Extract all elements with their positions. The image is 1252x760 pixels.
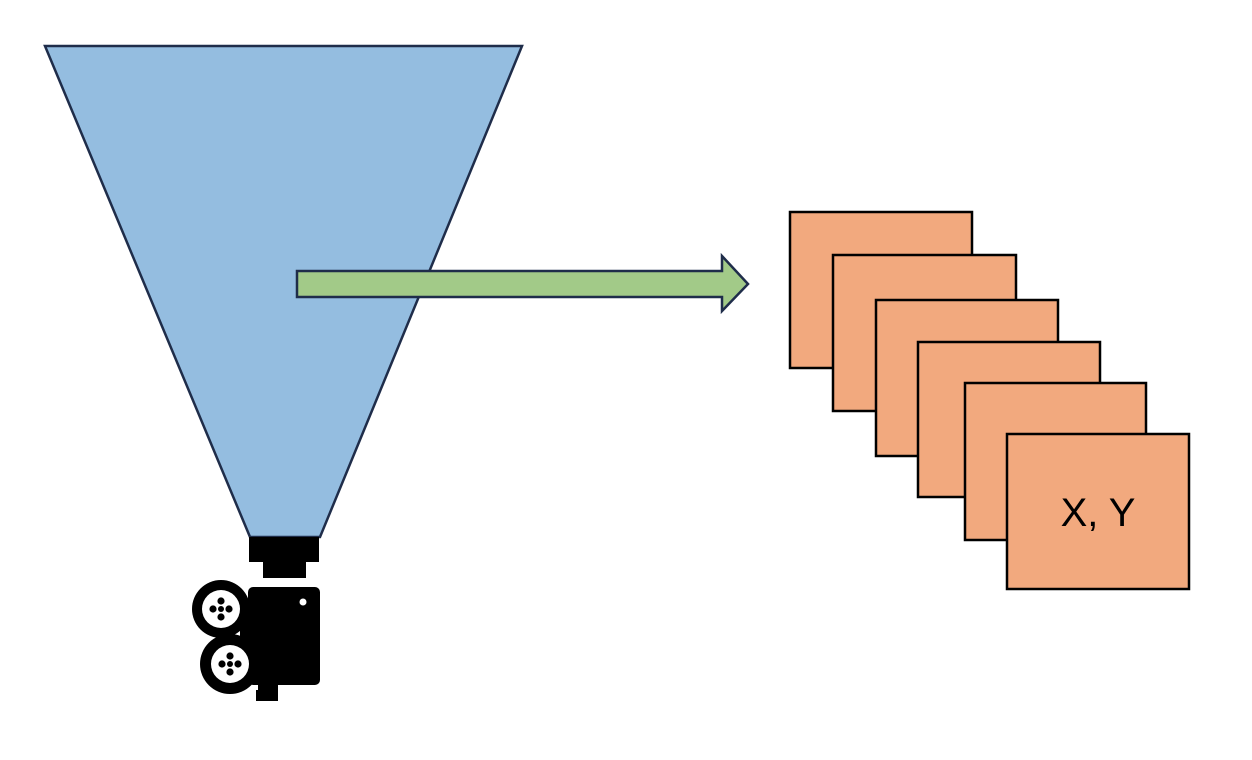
film-reel-bottom-icon xyxy=(200,634,260,694)
frame-6 xyxy=(1005,432,1191,591)
right-arrow-icon xyxy=(295,252,750,315)
film-reel-top-icon xyxy=(192,580,250,638)
frame-label: X, Y xyxy=(1061,491,1136,535)
frame-stack: X, Y xyxy=(788,210,1191,591)
movie-projector-icon xyxy=(192,537,320,701)
projection-beam xyxy=(43,44,524,539)
